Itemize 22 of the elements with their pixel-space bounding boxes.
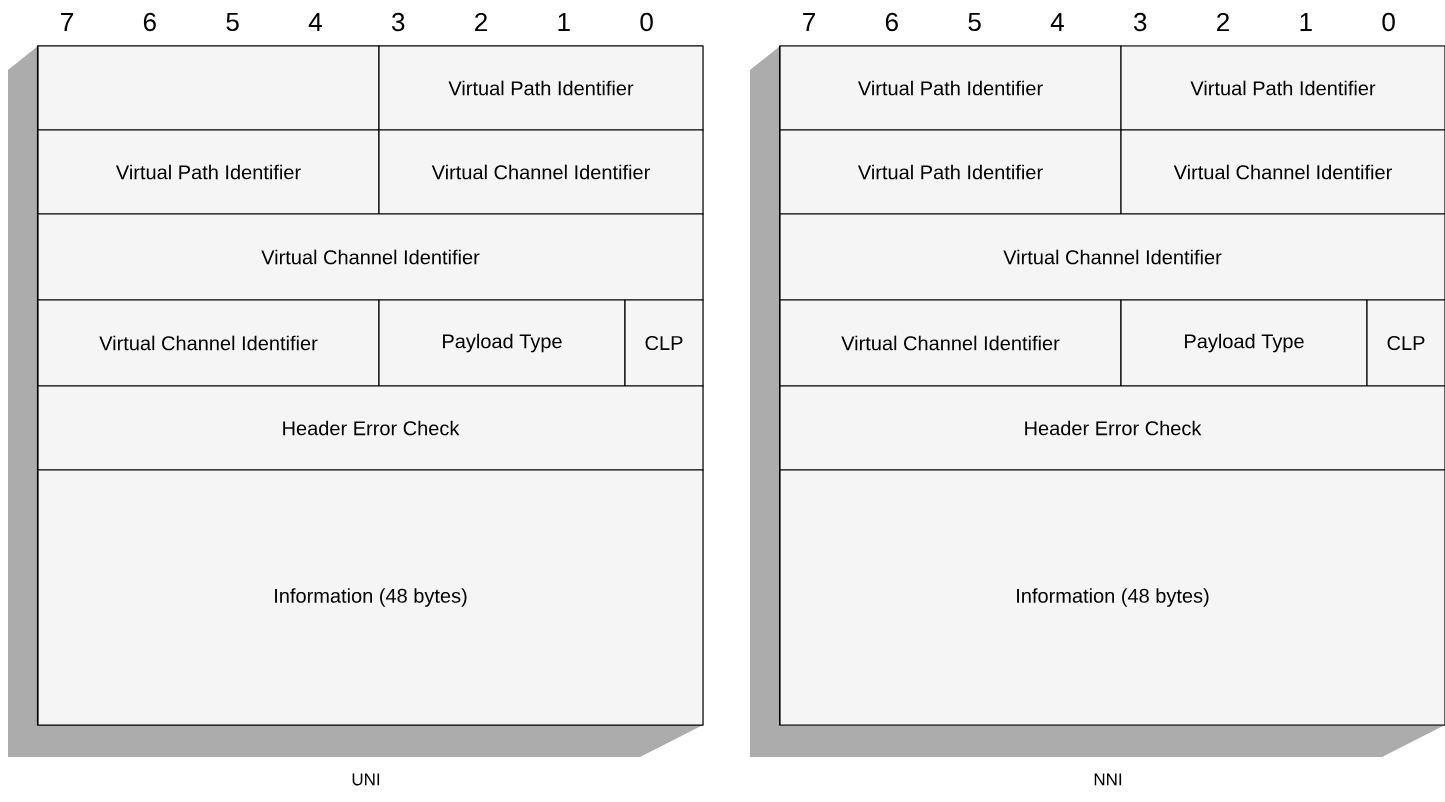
field-cell: Virtual Path Identifier [378, 45, 704, 131]
node-label: Virtual Channel Identifier [1173, 164, 1392, 180]
field-cell: Virtual Path Identifier [779, 129, 1122, 215]
field-cell: Virtual Channel Identifier [1120, 129, 1445, 215]
field-cell: Virtual Channel Identifier [779, 299, 1122, 387]
bit-number: 4 [308, 13, 322, 31]
panel-label: UNI [352, 773, 380, 786]
node-label: Header Error Check [1025, 420, 1202, 436]
bit-number: 3 [391, 12, 405, 32]
bit-number: 4 [1050, 13, 1064, 31]
node-label: Virtual Path Identifier [1190, 80, 1376, 96]
node-label: CLP [1387, 335, 1425, 351]
field-cell: Virtual Channel Identifier [37, 299, 380, 387]
bit-number: 3 [1133, 12, 1147, 32]
field-cell: Virtual Path Identifier [37, 129, 380, 215]
panel-label: NNI [1094, 773, 1122, 786]
node-label: Virtual Channel Identifier [1003, 249, 1222, 265]
field-cell: Virtual Path Identifier [779, 45, 1122, 131]
field-cell: Virtual Path Identifier [1120, 45, 1445, 131]
field-cell: CLP [1366, 299, 1445, 387]
field-cell: CLP [624, 299, 704, 387]
field-cell: Virtual Channel Identifier [378, 129, 704, 215]
